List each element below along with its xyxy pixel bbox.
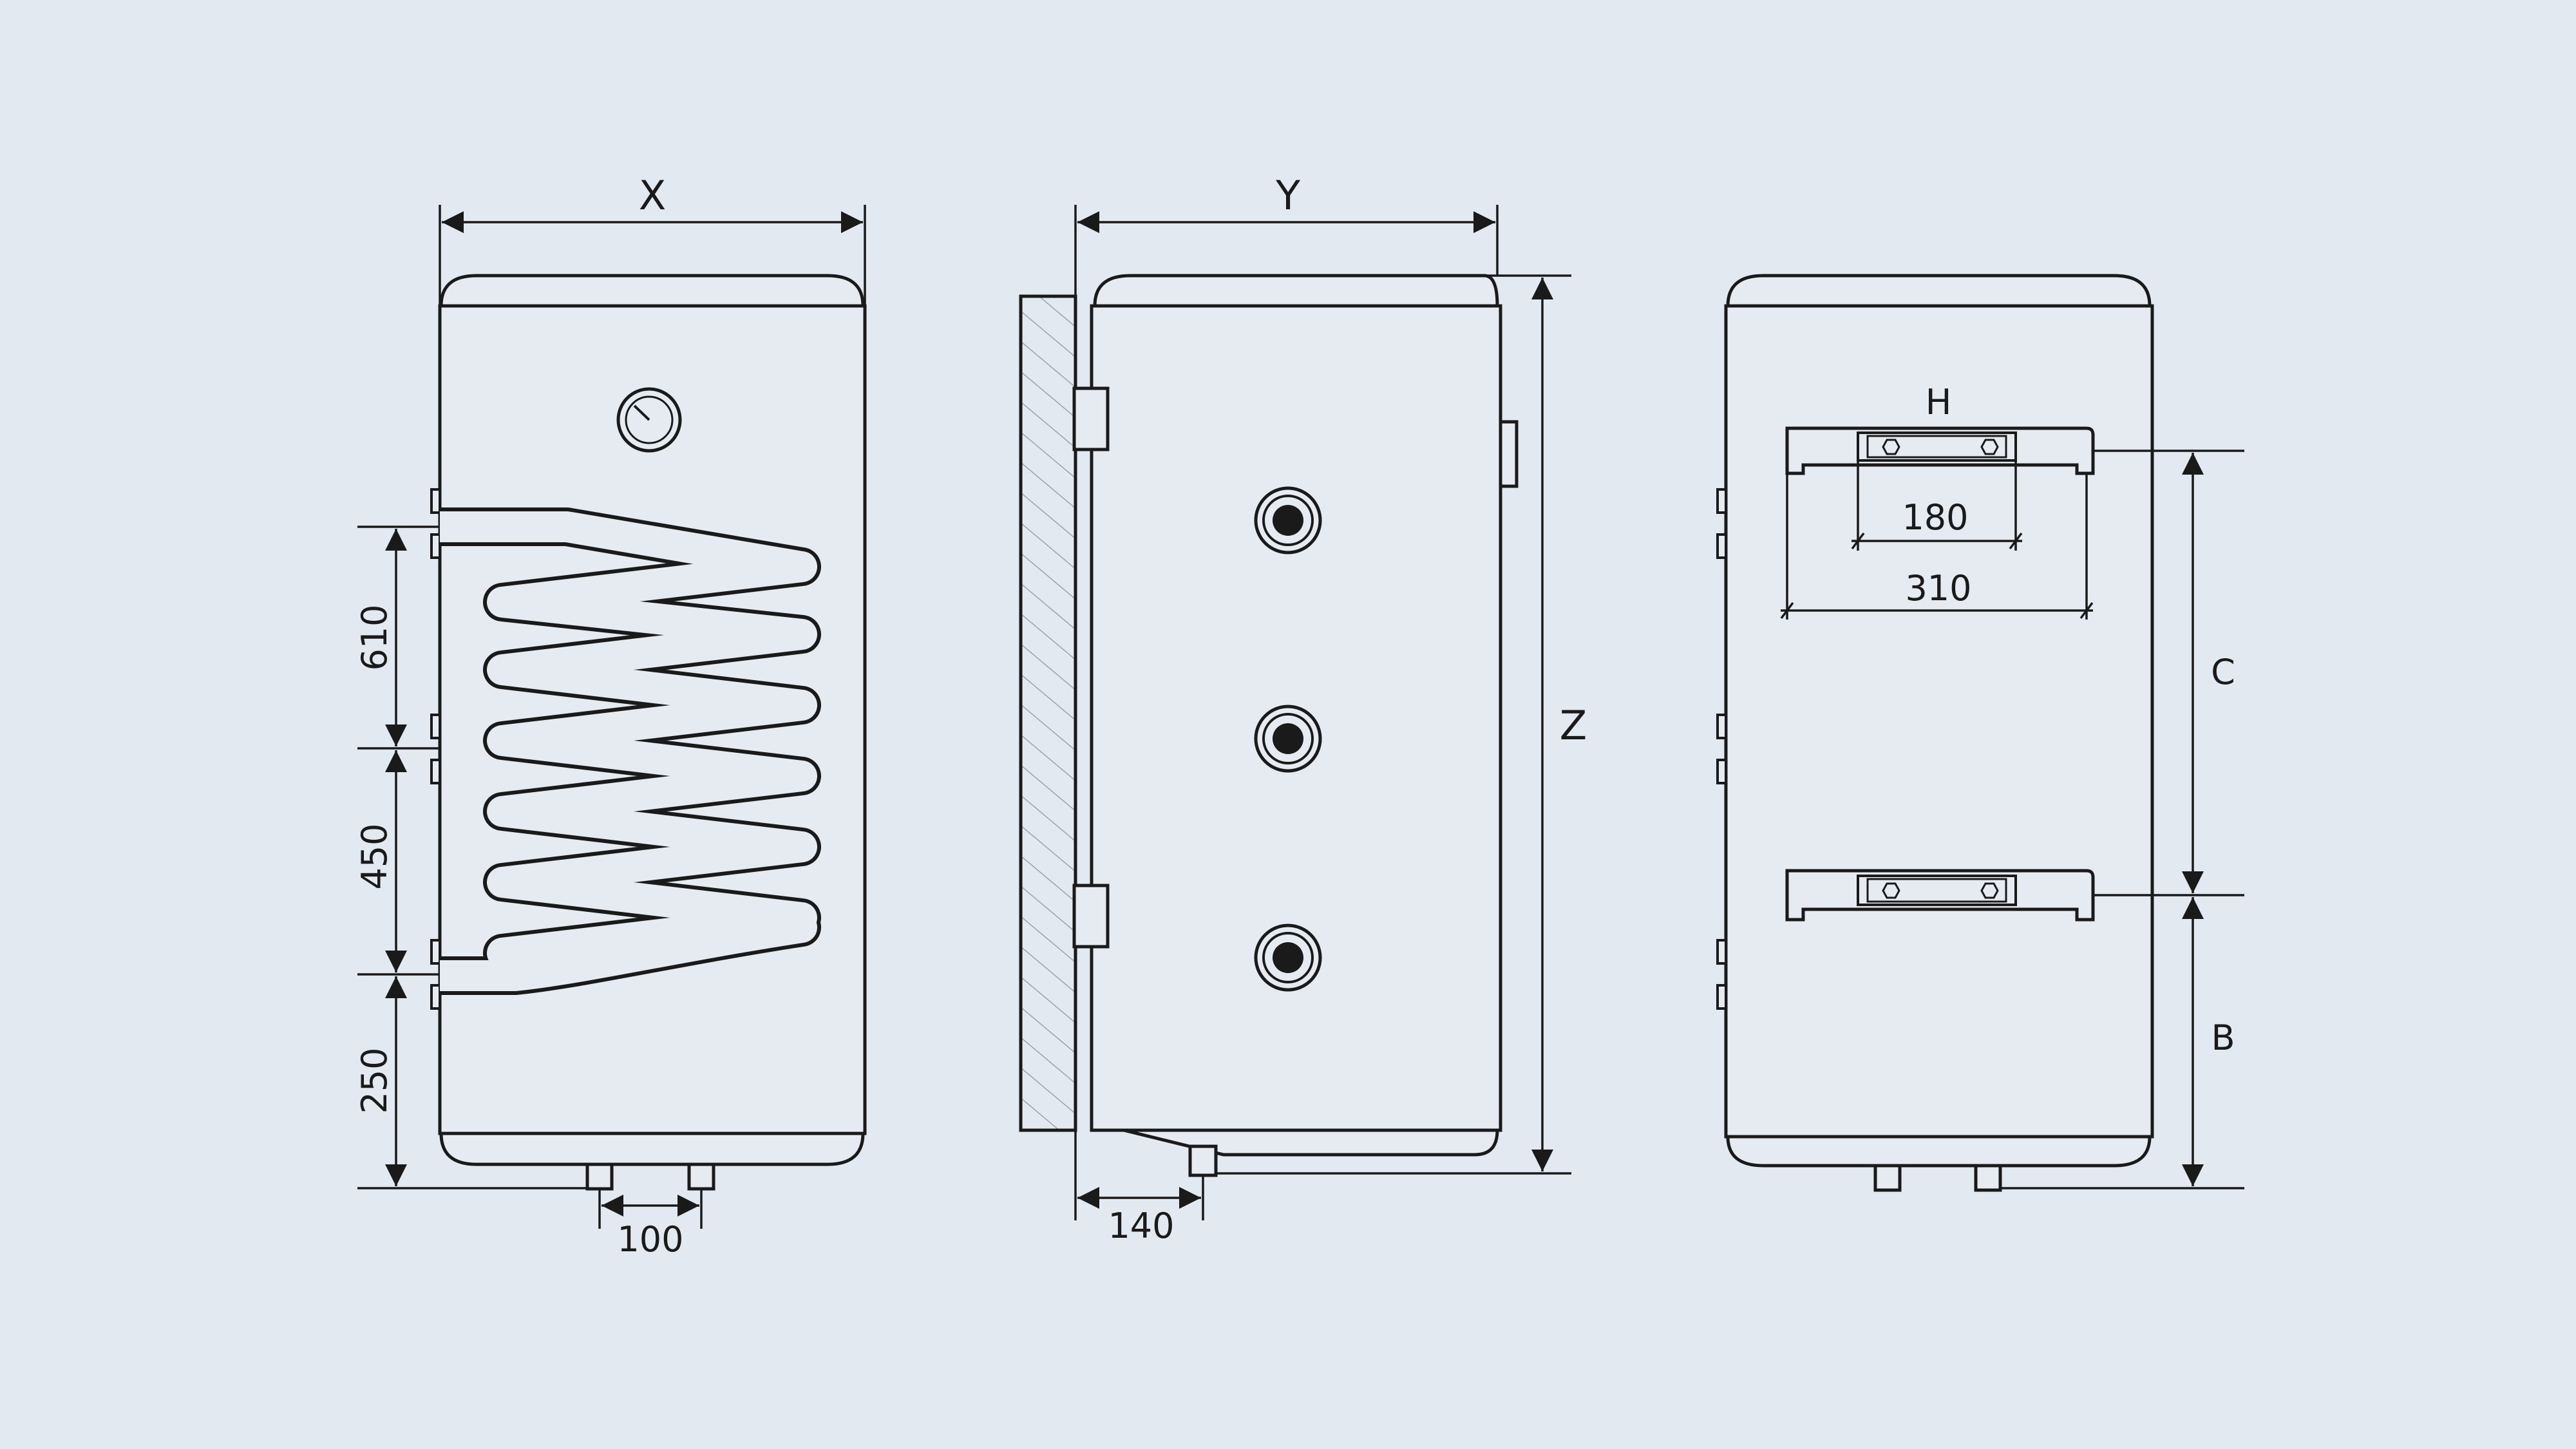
- front-pipe-left: [585, 1162, 614, 1191]
- side-dimensions: [1074, 205, 1571, 1220]
- dimension-z-label: Z: [1560, 702, 1587, 749]
- front-top-cap: [439, 274, 865, 308]
- dimension-450-label: 450: [354, 823, 395, 889]
- back-pipe-right: [1974, 1164, 2002, 1192]
- bracket-h-label: H: [1926, 382, 1952, 422]
- side-port-1-icon: [1254, 486, 1322, 554]
- dimension-610-label: 610: [354, 604, 395, 670]
- bolt-icon: [1980, 882, 1999, 899]
- dimension-310-label: 310: [1905, 568, 1971, 609]
- dimension-c-label: C: [2211, 652, 2235, 692]
- dimension-x-label: X: [639, 172, 666, 219]
- dimension-100-label: 100: [617, 1219, 683, 1260]
- back-view: [1716, 274, 2154, 1192]
- dimension-b-label: B: [2211, 1018, 2235, 1058]
- bolt-icon: [1980, 439, 1999, 455]
- side-top-cap: [1093, 274, 1499, 308]
- side-rear-lug: [1499, 420, 1519, 488]
- back-pipe-left: [1873, 1164, 1902, 1192]
- dimension-140-label: 140: [1108, 1206, 1174, 1246]
- back-dimensions: [1780, 450, 2244, 1189]
- wall-section: [1019, 294, 1077, 1132]
- dimension-y-label: Y: [1275, 172, 1300, 219]
- bolt-icon: [1882, 439, 1900, 455]
- back-top-cap: [1726, 274, 2152, 308]
- side-bottom-cap: [1123, 1128, 1499, 1157]
- back-side-studs: [1716, 488, 1727, 1010]
- side-bracket-top: [1072, 386, 1110, 451]
- side-port-2-icon: [1254, 705, 1322, 773]
- heat-exchanger-coil: [440, 507, 821, 995]
- front-pipe-right: [687, 1162, 715, 1191]
- front-dimensions: [357, 205, 866, 1229]
- dimension-250-label: 250: [354, 1047, 395, 1113]
- side-bracket-bottom: [1072, 884, 1110, 949]
- front-bottom-cap: [439, 1132, 865, 1166]
- dimension-180-label: 180: [1902, 497, 1968, 538]
- side-view: [1019, 274, 1519, 1177]
- front-side-studs: [430, 488, 441, 1010]
- side-outlet-pipe: [1188, 1144, 1218, 1177]
- bolt-icon: [1882, 882, 1900, 899]
- back-bottom-cap: [1726, 1135, 2152, 1168]
- side-port-3-icon: [1254, 923, 1322, 992]
